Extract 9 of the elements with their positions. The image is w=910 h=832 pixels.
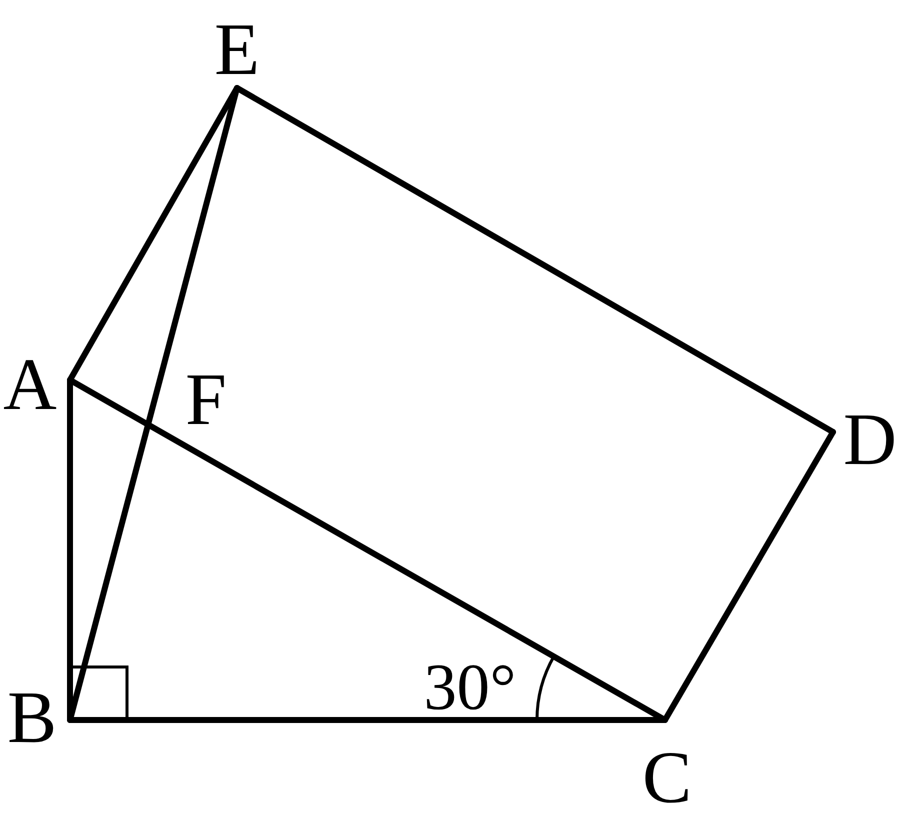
point-label: C — [642, 741, 692, 815]
point-label: F — [185, 363, 227, 437]
point-label: D — [843, 403, 897, 477]
angle-label: 30° — [424, 655, 516, 721]
point-label: B — [7, 681, 57, 755]
point-label: E — [214, 13, 260, 87]
line-segment — [662, 429, 836, 723]
point-label: A — [3, 348, 57, 422]
line-segment — [67, 717, 668, 723]
